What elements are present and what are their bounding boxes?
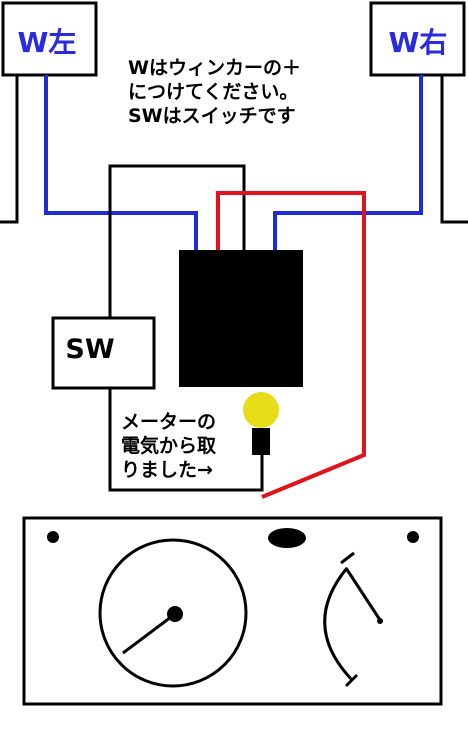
w-right-box-outline: [369, 1, 466, 77]
fuel-gauge-needle: [344, 567, 382, 621]
indicator-lamp-right: [407, 531, 419, 543]
note-line-1: Wはウィンカーの＋: [128, 57, 301, 79]
switch-box: SW: [51, 316, 156, 390]
fuel-gauge-top-tick: [340, 551, 355, 565]
speedometer-gauge-icon: [98, 538, 248, 688]
bulb-icon: [243, 392, 279, 455]
blue-wire-left: [44, 75, 198, 250]
red-wire: [216, 191, 366, 499]
w-left-ground-wire: [0, 75, 19, 224]
bulb-glass: [243, 392, 279, 428]
w-right-box: W右: [369, 1, 466, 77]
fuel-gauge-needle-tip: [377, 618, 383, 624]
indicator-lamp-left: [47, 531, 59, 543]
instruction-note: Wはウィンカーの＋ につけてください。 SWはスイッチです: [128, 57, 308, 127]
meter-panel-outline: [22, 516, 443, 706]
switch-label: SW: [65, 334, 114, 365]
fuel-gauge-icon: [323, 551, 383, 688]
fuel-gauge-bottom-tick: [344, 673, 359, 688]
speedometer-dial: [98, 538, 248, 688]
note-line-3: SWはスイッチです: [128, 105, 296, 127]
meter-note: メーターの 電気から取 りました→: [121, 411, 223, 481]
note-line-2: につけてください。: [128, 81, 298, 103]
w-right-label: W右: [389, 26, 448, 59]
w-right-ground-wire: [440, 75, 468, 224]
bulb-base: [252, 428, 270, 455]
fuel-gauge-arc: [323, 567, 354, 682]
meter-panel: [22, 516, 443, 706]
switch-wire-bottom: [108, 388, 264, 492]
w-left-label: W左: [18, 26, 77, 59]
switch-wire-top: [108, 164, 246, 318]
meter-note-line-1: メーターの: [121, 411, 216, 433]
switch-box-outline: [51, 316, 156, 390]
blue-wire-right: [273, 75, 423, 250]
relay-block: [179, 250, 303, 387]
w-left-box-outline: [1, 1, 98, 77]
speedometer-needle: [122, 612, 176, 655]
meter-note-line-3: りました→: [121, 459, 213, 481]
meter-note-line-2: 電気から取: [121, 434, 216, 457]
w-left-box: W左: [1, 1, 98, 77]
indicator-lamp-center: [268, 528, 306, 548]
